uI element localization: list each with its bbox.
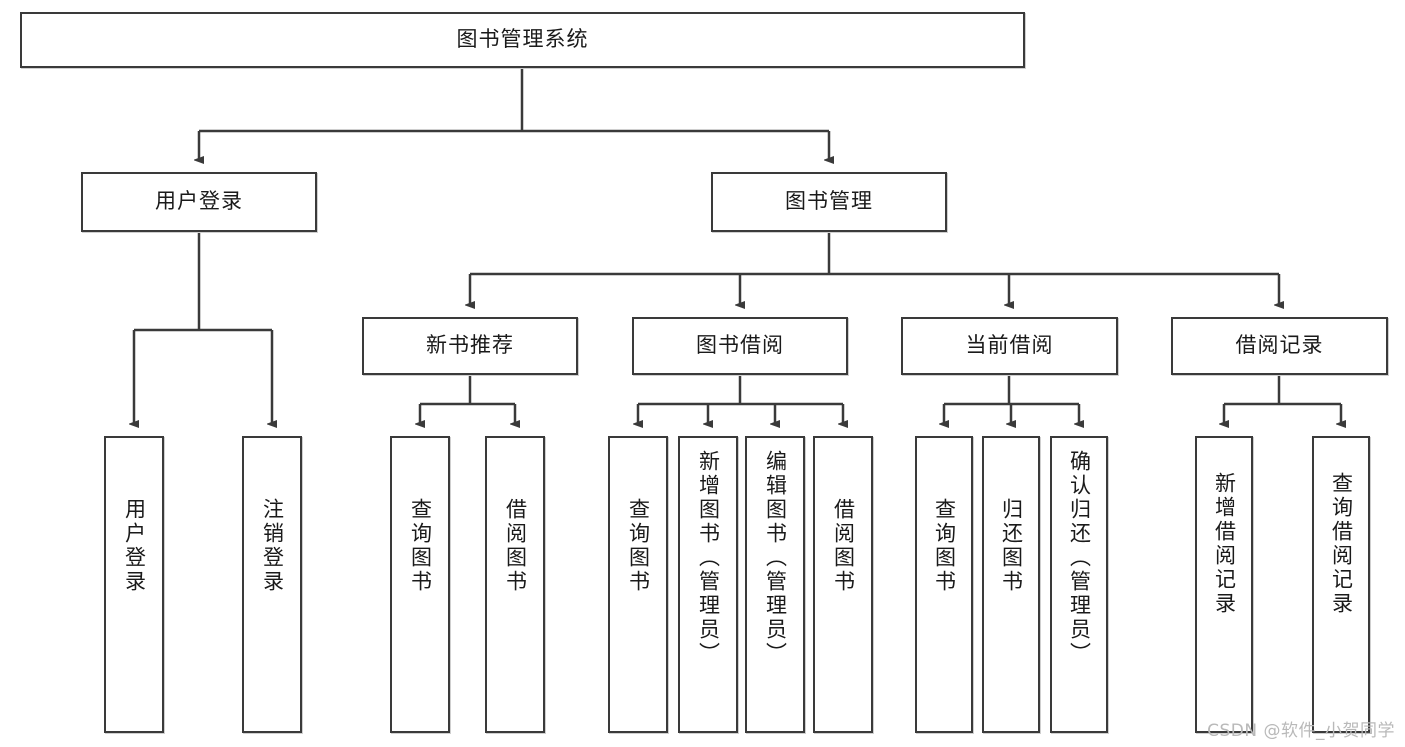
node-root-label: 图书管理系统	[456, 27, 589, 52]
edge-group-borrow-record	[1224, 375, 1341, 424]
node-borrow-record-label: 借阅记录	[1235, 333, 1324, 358]
node-leaf-return-book-label: 归还图书	[999, 498, 1024, 594]
node-leaf-borrow-book-label: 借阅图书	[831, 498, 856, 594]
node-leaf-borrow-book-rec-label: 借阅图书	[503, 498, 528, 594]
node-leaf-borrow-book-rec[interactable]: 借阅图书	[485, 436, 545, 733]
node-current-borrow[interactable]: 当前借阅	[901, 317, 1118, 375]
node-user-login[interactable]: 用户登录	[81, 172, 317, 232]
node-leaf-user-login-label: 用户登录	[122, 498, 147, 594]
node-book-manage[interactable]: 图书管理	[711, 172, 947, 232]
node-leaf-query-book[interactable]: 查询图书	[608, 436, 668, 733]
node-leaf-query-book-label: 查询图书	[626, 498, 651, 594]
node-leaf-query-book-cur-label: 查询图书	[932, 498, 957, 594]
node-root[interactable]: 图书管理系统	[20, 12, 1025, 68]
node-leaf-query-book-cur[interactable]: 查询图书	[915, 436, 973, 733]
edge-group-book-manage	[470, 232, 1279, 305]
edge-group-current-borrow	[944, 375, 1079, 424]
watermark: CSDN @软件_小贺同学	[1207, 721, 1395, 741]
node-leaf-add-book[interactable]: 新增图书（管理员）	[678, 436, 738, 733]
node-user-login-label: 用户登录	[155, 189, 243, 214]
node-leaf-borrow-book[interactable]: 借阅图书	[813, 436, 873, 733]
node-leaf-logout-label: 注销登录	[260, 498, 285, 594]
edge-group-new-book-recommend	[420, 375, 515, 424]
node-borrow-record[interactable]: 借阅记录	[1171, 317, 1388, 375]
node-leaf-add-book-label: 新增图书（管理员）	[696, 450, 721, 666]
node-leaf-query-book-rec-label: 查询图书	[408, 498, 433, 594]
node-book-borrow[interactable]: 图书借阅	[632, 317, 848, 375]
node-leaf-query-record-label: 查询借阅记录	[1329, 472, 1354, 616]
node-leaf-logout[interactable]: 注销登录	[242, 436, 302, 733]
node-new-book-recommend[interactable]: 新书推荐	[362, 317, 578, 375]
node-new-book-recommend-label: 新书推荐	[426, 333, 514, 358]
edge-group-user-login	[134, 232, 272, 424]
node-leaf-query-book-rec[interactable]: 查询图书	[390, 436, 450, 733]
edge-group-book-borrow	[638, 375, 843, 424]
node-book-manage-label: 图书管理	[785, 189, 873, 214]
node-leaf-return-book[interactable]: 归还图书	[982, 436, 1040, 733]
node-leaf-query-record[interactable]: 查询借阅记录	[1312, 436, 1370, 733]
node-leaf-add-record-label: 新增借阅记录	[1212, 472, 1237, 616]
node-leaf-edit-book-label: 编辑图书（管理员）	[763, 450, 788, 666]
node-book-borrow-label: 图书借阅	[696, 333, 784, 358]
node-leaf-confirm-return-label: 确认归还（管理员）	[1067, 450, 1092, 666]
node-leaf-edit-book[interactable]: 编辑图书（管理员）	[745, 436, 805, 733]
edge-group-root	[199, 68, 829, 160]
node-leaf-add-record[interactable]: 新增借阅记录	[1195, 436, 1253, 733]
node-current-borrow-label: 当前借阅	[965, 333, 1054, 358]
node-leaf-confirm-return[interactable]: 确认归还（管理员）	[1050, 436, 1108, 733]
node-leaf-user-login[interactable]: 用户登录	[104, 436, 164, 733]
